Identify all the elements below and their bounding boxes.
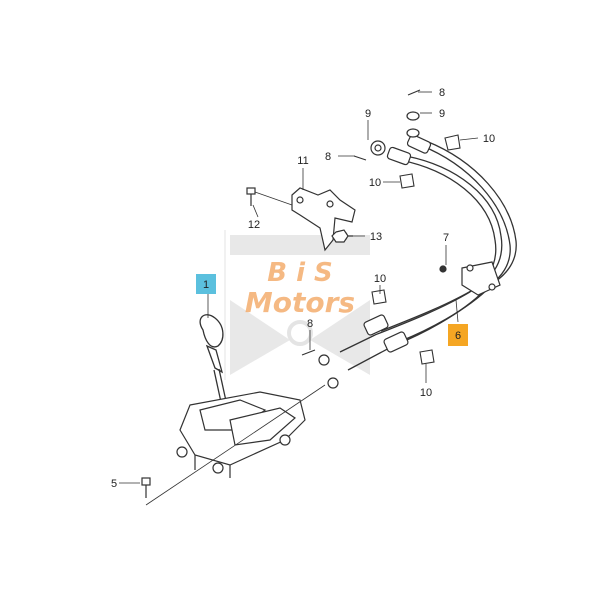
callout-6-label: 6 xyxy=(455,330,461,342)
label-12: 12 xyxy=(248,219,260,231)
label-8-top: 8 xyxy=(439,87,445,99)
shifter-housing xyxy=(176,391,306,478)
label-8-low: 8 xyxy=(307,318,313,330)
label-8-mid: 8 xyxy=(325,151,331,163)
watermark-line-1: B i S xyxy=(267,258,333,288)
label-9-right: 9 xyxy=(439,108,445,120)
callout-1-label: 1 xyxy=(203,279,209,291)
leader-lines xyxy=(119,91,479,484)
bolt-5 xyxy=(141,384,326,506)
callout-6-box xyxy=(448,324,468,346)
clips xyxy=(371,134,461,365)
nut-13 xyxy=(331,229,365,243)
label-9-left: 9 xyxy=(365,108,371,120)
cable-bracket xyxy=(439,261,501,296)
cable-end-fittings xyxy=(318,111,432,389)
callout-1-box xyxy=(196,274,216,294)
label-10-mid: 10 xyxy=(374,273,386,285)
pins xyxy=(301,89,421,356)
label-10-bottom: 10 xyxy=(420,387,432,399)
label-5: 5 xyxy=(111,478,117,490)
label-11: 11 xyxy=(297,155,308,167)
label-13: 13 xyxy=(370,231,382,243)
watermark-line-2: Motors xyxy=(245,286,355,319)
label-10-mid-left: 10 xyxy=(369,177,381,189)
shift-lever xyxy=(199,314,232,426)
label-7: 7 xyxy=(443,232,449,244)
bolt-12 xyxy=(246,187,293,206)
label-10-top-right: 10 xyxy=(483,133,495,145)
